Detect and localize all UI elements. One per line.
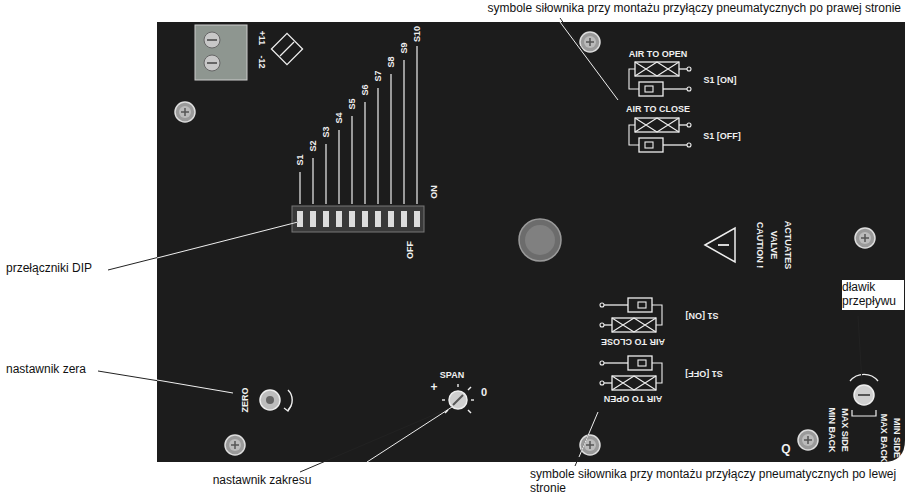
circuit-board xyxy=(157,22,905,462)
warning-text: VALVE xyxy=(769,231,779,260)
throttle-label: MIN BACK xyxy=(827,408,837,453)
logo-symbol xyxy=(271,33,302,64)
switch-name: S8 xyxy=(386,56,396,67)
switch-setting: S1 [OFF] xyxy=(685,369,723,379)
switch-name: S2 xyxy=(308,140,318,151)
warning-text: ACTUATES xyxy=(783,221,793,269)
flow-throttle xyxy=(854,385,874,405)
throttle-label: MIN SIDE xyxy=(892,418,902,458)
knob-label: SPAN xyxy=(440,370,464,380)
knob-label: ZERO xyxy=(240,387,250,412)
leader-lines xyxy=(98,18,862,472)
terminal-label: +11 xyxy=(257,31,267,46)
switch-name: S7 xyxy=(373,70,383,81)
switch-state: ON xyxy=(429,185,439,199)
mode-label: AIR TO CLOSE xyxy=(601,337,665,347)
actuator-symbol xyxy=(629,62,691,96)
mode-label: AIR TO OPEN xyxy=(629,49,687,59)
mode-label: AIR TO CLOSE xyxy=(626,104,690,114)
throttle-label: MAX BACK xyxy=(879,414,889,463)
actuator-symbol xyxy=(600,298,662,332)
callout-label: symbole siłownika przy montażu przyłączy… xyxy=(487,2,901,16)
switch-setting: S1 [OFF] xyxy=(703,131,741,141)
mode-label: AIR TO OPEN xyxy=(604,394,662,404)
actuator-symbol xyxy=(629,118,691,152)
throttle-label: MAX SIDE xyxy=(840,408,850,452)
dip-switch xyxy=(292,206,424,232)
switch-name: S3 xyxy=(321,126,331,137)
callout-label: symbole siłownika przy montażu przyłączy… xyxy=(530,468,902,496)
board-mark: Q xyxy=(781,443,790,457)
switch-name: S6 xyxy=(360,84,370,95)
switch-state: OFF xyxy=(405,241,415,259)
switch-name: S9 xyxy=(399,42,409,53)
terminal-label: -12 xyxy=(257,55,267,68)
knob-mark: 0 xyxy=(481,386,487,399)
switch-name: S10 xyxy=(412,26,422,42)
push-button xyxy=(519,219,561,261)
zero-knob xyxy=(260,390,280,410)
callout-label: przełączniki DIP xyxy=(6,262,92,276)
caution-triangle xyxy=(705,228,735,262)
span-knob xyxy=(449,391,467,409)
callout-label: nastawnik zakresu xyxy=(213,474,312,488)
switch-lines xyxy=(300,46,417,204)
terminal-block xyxy=(195,25,247,80)
knob-mark: + xyxy=(430,381,437,395)
switch-name: S4 xyxy=(334,112,344,123)
switch-setting: S1 [ON] xyxy=(703,75,736,85)
switch-name: S5 xyxy=(347,98,357,109)
switch-name: S1 xyxy=(295,154,305,165)
actuator-symbol xyxy=(600,356,662,390)
callout-label: dławik przepływu xyxy=(842,280,904,310)
switch-setting: S1 [ON] xyxy=(685,311,718,321)
warning-text: CAUTION ! xyxy=(755,222,765,269)
callout-label: nastawnik zera xyxy=(6,363,86,377)
